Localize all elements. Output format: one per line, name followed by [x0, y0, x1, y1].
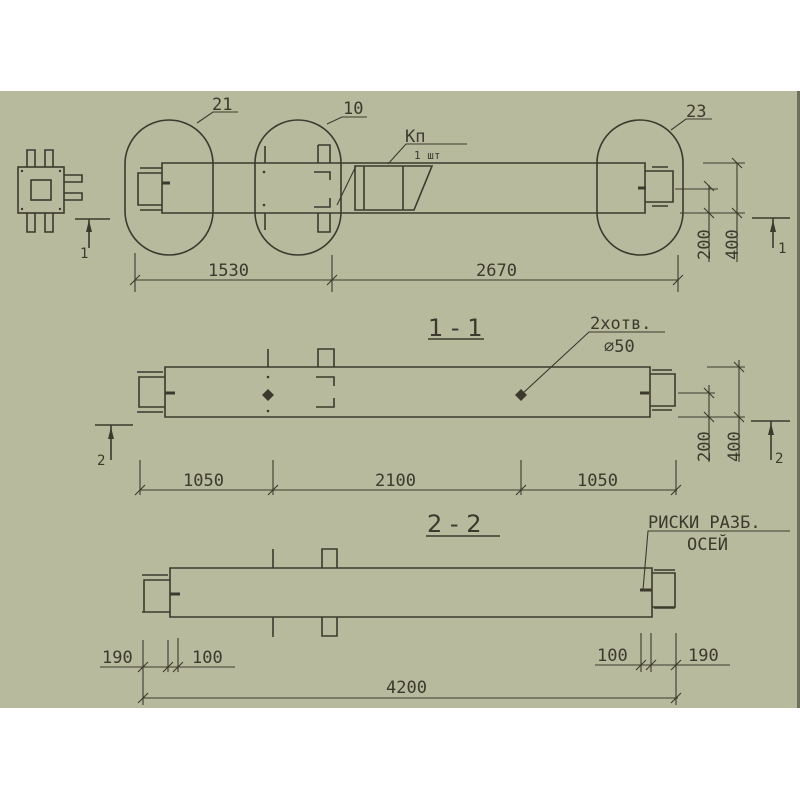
- svg-text:1 - 1: 1 - 1: [428, 314, 482, 342]
- svg-text:2хотв.: 2хотв.: [590, 314, 651, 334]
- svg-text:23: 23: [686, 102, 706, 122]
- svg-text:100: 100: [597, 646, 628, 666]
- svg-text:∅50: ∅50: [604, 337, 635, 357]
- drawing-sheet: [0, 91, 800, 708]
- section-2-2: 2 - 2 РИСКИ РАЗБ. ОСЕЙ 190 100 100 190 4…: [100, 510, 790, 705]
- beam-outline: [161, 162, 646, 214]
- svg-text:2: 2: [97, 453, 105, 469]
- svg-text:400: 400: [725, 431, 745, 462]
- svg-text:1050: 1050: [577, 471, 618, 491]
- svg-text:2 - 2: 2 - 2: [427, 510, 481, 538]
- svg-text:1 шт: 1 шт: [414, 149, 441, 162]
- svg-text:21: 21: [212, 95, 232, 115]
- end-section-icon: [17, 149, 83, 233]
- svg-text:1530: 1530: [208, 261, 249, 281]
- svg-text:190: 190: [102, 648, 133, 668]
- detail-ellipse-21: [124, 119, 214, 256]
- svg-text:2: 2: [775, 451, 783, 467]
- embedded-part-kp: [354, 165, 434, 211]
- svg-text:200: 200: [695, 431, 715, 462]
- svg-text:1: 1: [80, 246, 88, 262]
- plan-view: 1 21 10 Кп 1 шт 23: [17, 95, 790, 292]
- svg-text:400: 400: [723, 229, 743, 260]
- section-marker-1-right: 1: [752, 217, 790, 257]
- svg-text:ОСЕЙ: ОСЕЙ: [687, 533, 728, 555]
- svg-text:10: 10: [343, 99, 363, 119]
- svg-text:1050: 1050: [183, 471, 224, 491]
- svg-text:Кп: Кп: [405, 127, 425, 147]
- svg-text:РИСКИ РАЗБ.: РИСКИ РАЗБ.: [648, 513, 761, 533]
- svg-text:200: 200: [695, 229, 715, 260]
- svg-text:100: 100: [192, 648, 223, 668]
- detail-ellipse-10: [254, 119, 342, 256]
- section-marker-2-right: 2: [751, 420, 790, 467]
- section-marker-2-left: 2: [95, 424, 133, 469]
- svg-text:4200: 4200: [386, 678, 427, 698]
- detail-ellipse-23: [596, 119, 684, 256]
- svg-text:1: 1: [778, 241, 786, 257]
- svg-text:2100: 2100: [375, 471, 416, 491]
- svg-text:190: 190: [688, 646, 719, 666]
- svg-text:2670: 2670: [476, 261, 517, 281]
- section-1-1: 1 - 1 2хотв. ∅50 200 400 2: [95, 314, 790, 496]
- beam-outline: [164, 366, 651, 418]
- beam-outline: [169, 567, 653, 618]
- section-marker-1-left: 1: [75, 218, 110, 262]
